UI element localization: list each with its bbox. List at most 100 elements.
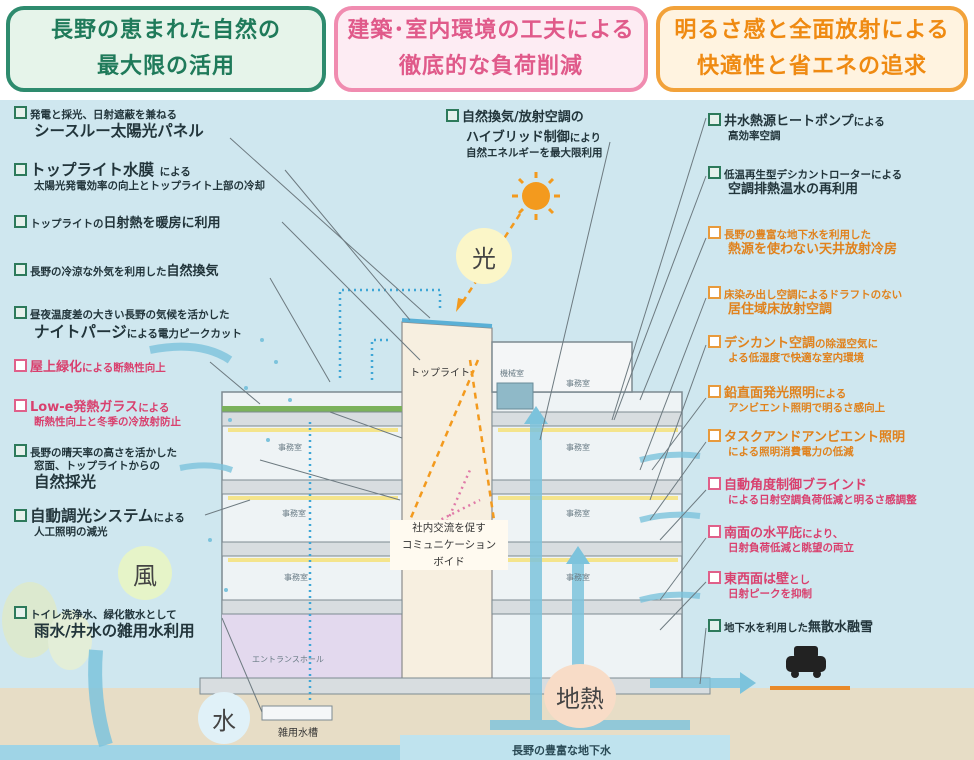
label-hybrid-control-small: 自然エネルギーを最大限利用 [466,146,603,159]
label-auto-dimming-tail: による [153,512,185,524]
header-box-load-line2: 徹底的な負荷削減 [398,54,583,79]
label-ceiling-radiant-cooling-big: 熱源を使わない天井放射冷房 [728,242,898,258]
label-rainwater-use-small: トイレ洗浄水、緑化散水として [30,609,177,621]
label-auto-blind-small: による日射空調負荷低減と明るさ感調整 [728,494,917,507]
label-night-purge-tail: による電力ピークカット [126,328,242,341]
entrance-hall-label: エントランスホール [252,655,324,664]
label-rainwater-use-big: 雨水/井水の雑用水利用 [34,622,195,641]
header-box-nature: 長野の恵まれた自然の 最大限の活用 [6,6,326,92]
office-label-6: 事務室 [284,573,308,582]
wind-circle: 風 [118,546,172,600]
label-hybrid-control-line1: 自然換気/放射空調の [462,110,584,125]
office-label-7: 事務室 [566,573,590,582]
label-task-ambient-big: タスクアンドアンビエント照明 [724,430,905,445]
label-desiccant-rotor-small: 低温再生型デシカントローターによる [724,169,903,181]
label-vertical-lighting-small: アンビエント照明で明るさ感向上 [728,402,886,415]
header-box-comfort-line2: 快適性と省エネの追求 [696,54,927,79]
label-desiccant-ac-small: よる低湿度で快適な室内環境 [728,352,865,365]
label-east-west-wall: 東西面は壁とし 日射ピークを抑制 [708,568,812,601]
label-auto-blind-big: 自動角度制御ブラインド [724,478,868,493]
header-box-load-reduction: 建築･室内環境の工夫による 徹底的な負荷削減 [334,6,648,92]
office-label-5: 事務室 [566,509,590,518]
header-box-nature-line1: 長野の恵まれた自然の [50,18,281,43]
label-south-eave-small: 日射負荷低減と眺望の両立 [728,542,854,555]
label-toplight-water-film: トップライト水膜 による 太陽光発電効率の向上とトップライト上部の冷却 [14,160,265,194]
water-circle-label: 水 [212,706,236,735]
label-daylighting-small2: 窓面、トップライトからの [34,460,160,473]
label-desiccant-rotor-big: 空調排熱温水の再利用 [728,182,859,198]
label-well-heat-pump-small: 高効率空調 [728,130,781,143]
label-well-heat-pump: 井水熱源ヒートポンプによる 高効率空調 [708,110,885,143]
label-auto-dimming-big: 自動調光システム [30,507,154,525]
label-auto-blind: 自動角度制御ブラインド による日射空調負荷低減と明るさ感調整 [708,474,917,507]
label-low-e-glass-tail: による [138,402,170,414]
diagram-area: 光 風 水 地熱 トップライト 機械室 事務室 事務室 事務室 事務室 事務室 … [0,100,974,760]
label-vertical-lighting: 鉛直面発光照明による アンビエント照明で明るさ感向上 [708,382,885,415]
label-roof-greening: 屋上緑化による断熱性向上 [14,356,166,376]
label-solar-panel-big: シースルー太陽光パネル [34,122,204,141]
header-box-comfort: 明るさ感と全面放射による 快適性と省エネの追求 [656,6,968,92]
label-desiccant-ac-big: デシカント空調 [724,336,816,351]
label-daylighting: 長野の晴天率の高さを活かした 窓面、トップライトからの 自然採光 [14,444,177,493]
label-well-heat-pump-big: 井水熱源ヒートポンプ [724,114,854,129]
label-east-west-wall-big: 東西面は壁 [724,572,790,587]
header-box-comfort-line1: 明るさ感と全面放射による [674,18,950,43]
label-snow-melting: 地下水を利用した無散水融雪 [708,616,873,636]
label-task-ambient-small: による照明消費電力の低減 [728,446,854,459]
label-low-e-glass-big: Low-e発熱ガラス [30,400,139,415]
office-label-3: 事務室 [566,443,590,452]
label-task-ambient: タスクアンドアンビエント照明 による照明消費電力の低減 [708,426,905,459]
header-box-nature-line2: 最大限の活用 [96,54,235,79]
label-toplight-water-film-big: トップライト水膜 [30,161,155,179]
label-roof-greening-tail: による断熱性向上 [82,362,166,374]
label-night-purge: 昼夜温度差の大きい長野の気候を活かした ナイトパージによる電力ピークカット [14,306,242,343]
label-night-purge-big: ナイトパージ [34,323,127,342]
label-solar-panel-small: 発電と採光、日射遮蔽を兼ねる [30,109,177,121]
label-toplight-water-film-tail: による [159,166,191,178]
geothermal-circle-label: 地熱 [556,684,604,713]
label-hybrid-control: 自然換気/放射空調の ハイブリッド制御により 自然エネルギーを最大限利用 [446,106,603,160]
label-hybrid-control-tail: により [569,132,602,145]
label-south-eave-tail: により、 [802,528,844,540]
machine-room-label: 機械室 [500,369,524,378]
label-floor-radiant-ac-big: 居住域床放射空調 [728,302,833,318]
label-toplight-heat: トップライトの日射熱を暖房に利用 [14,212,221,232]
label-natural-ventilation: 長野の冷涼な外気を利用した自然換気 [14,260,219,280]
header-box-load-line1: 建築･室内環境の工夫による [347,18,635,43]
label-toplight-water-film-small: 太陽光発電効率の向上とトップライト上部の冷却 [34,180,265,193]
label-south-eave-big: 南面の水平庇 [724,526,803,541]
label-floor-radiant-ac: 床染み出し空調によるドラフトのない 居住域床放射空調 [708,286,902,318]
label-east-west-wall-tail: とし [789,574,811,586]
label-floor-radiant-ac-small: 床染み出し空調によるドラフトのない [724,289,903,301]
wind-circle-label: 風 [133,561,157,590]
water-circle: 水 [198,692,250,744]
label-vertical-lighting-big: 鉛直面発光照明 [724,386,816,401]
void-label-line1: 社内交流を促す [412,522,486,534]
light-circle: 光 [456,228,512,284]
label-south-eave: 南面の水平庇により、 日射負荷低減と眺望の両立 [708,522,854,555]
label-vertical-lighting-tail: による [815,388,847,400]
label-snow-melting-small: 地下水を利用した [724,622,808,634]
tank-label: 雑用水槽 [278,728,318,739]
label-desiccant-ac-tail: の除湿空気に [815,338,879,350]
label-natural-ventilation-big: 自然換気 [166,264,219,279]
label-low-e-glass: Low-e発熱ガラスによる 断熱性向上と冬季の冷放射防止 [14,396,181,429]
label-east-west-wall-small: 日射ピークを抑制 [728,588,812,601]
label-auto-dimming: 自動調光システムによる 人工照明の減光 [14,506,185,540]
label-auto-dimming-small: 人工照明の減光 [34,526,108,539]
label-night-purge-small: 昼夜温度差の大きい長野の気候を活かした [30,309,230,321]
office-label-2: 事務室 [278,443,302,452]
label-hybrid-control-line2: ハイブリッド制御 [466,130,570,146]
geothermal-circle: 地熱 [544,664,616,728]
label-solar-panel: 発電と採光、日射遮蔽を兼ねる シースルー太陽光パネル [14,106,204,142]
light-circle-label: 光 [472,244,496,273]
label-toplight-heat-pre: トップライトの [30,218,104,230]
label-ceiling-radiant-cooling: 長野の豊富な地下水を利用した 熱源を使わない天井放射冷房 [708,226,897,258]
void-label-line3: ボイド [433,555,465,568]
label-well-heat-pump-tail: による [853,116,885,128]
label-snow-melting-big: 無散水融雪 [808,620,874,635]
label-daylighting-small: 長野の晴天率の高さを活かした [30,447,177,459]
groundwater-label: 長野の豊富な地下水 [512,744,611,757]
building-section-illustration [0,117,974,760]
label-desiccant-ac: デシカント空調の除湿空気に よる低湿度で快適な室内環境 [708,332,878,365]
